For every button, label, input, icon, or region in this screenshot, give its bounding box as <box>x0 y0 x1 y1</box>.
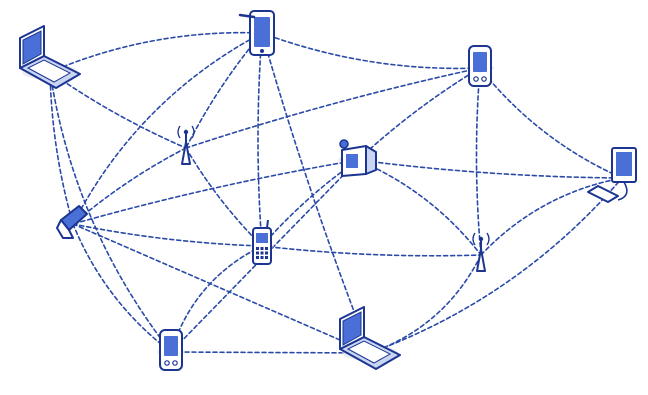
link-mobile-phone-center-to-access-point-right <box>261 245 482 257</box>
camcorder-icon <box>338 139 378 177</box>
link-access-point-right-to-desktop-right <box>480 177 623 256</box>
link-mobile-phone-center-to-pda-bottom <box>170 245 263 353</box>
links-layer <box>49 31 623 354</box>
link-flip-phone-left-to-mobile-phone-center <box>72 223 263 247</box>
pda-icon <box>466 45 494 87</box>
link-pda-top-right-to-access-point-right <box>475 67 482 256</box>
link-laptop-top-left-to-pda-bottom <box>49 71 172 353</box>
link-pda-top-right-to-desktop-right <box>479 67 623 179</box>
flip-phone-icon <box>56 205 88 239</box>
link-laptop-top-left-to-tablet-top <box>49 31 263 73</box>
tablet-icon <box>238 10 275 56</box>
link-camera-center-to-access-point-right <box>357 159 482 256</box>
link-tablet-top-to-flip-phone-left <box>72 32 263 225</box>
link-camera-center-to-flip-phone-left <box>72 159 359 225</box>
link-camera-center-to-desktop-right <box>357 159 623 179</box>
link-flip-phone-left-to-pda-bottom <box>72 223 172 353</box>
link-laptop-bottom-to-desktop-right <box>369 177 623 354</box>
link-tablet-top-to-mobile-phone-center <box>257 32 263 247</box>
link-pda-top-right-to-access-point-left <box>185 67 481 149</box>
nodes-layer <box>19 10 637 371</box>
link-flip-phone-left-to-laptop-bottom <box>72 223 371 354</box>
link-laptop-top-left-to-flip-phone-left <box>49 71 74 225</box>
mobile-phone-icon <box>250 219 274 265</box>
link-laptop-top-left-to-access-point-left <box>49 71 187 149</box>
link-pda-bottom-to-laptop-bottom <box>170 351 371 354</box>
pda-icon <box>157 329 185 371</box>
desktop-monitor-icon <box>587 147 637 203</box>
link-access-point-left-to-flip-phone-left <box>72 147 187 225</box>
antenna-icon <box>177 125 195 165</box>
link-access-point-left-to-mobile-phone-center <box>185 147 263 247</box>
link-access-point-right-to-laptop-bottom <box>369 254 482 354</box>
antenna-icon <box>472 232 490 272</box>
laptop-icon <box>19 25 81 89</box>
laptop-icon <box>339 306 401 370</box>
link-tablet-top-to-pda-top-right <box>261 32 481 70</box>
